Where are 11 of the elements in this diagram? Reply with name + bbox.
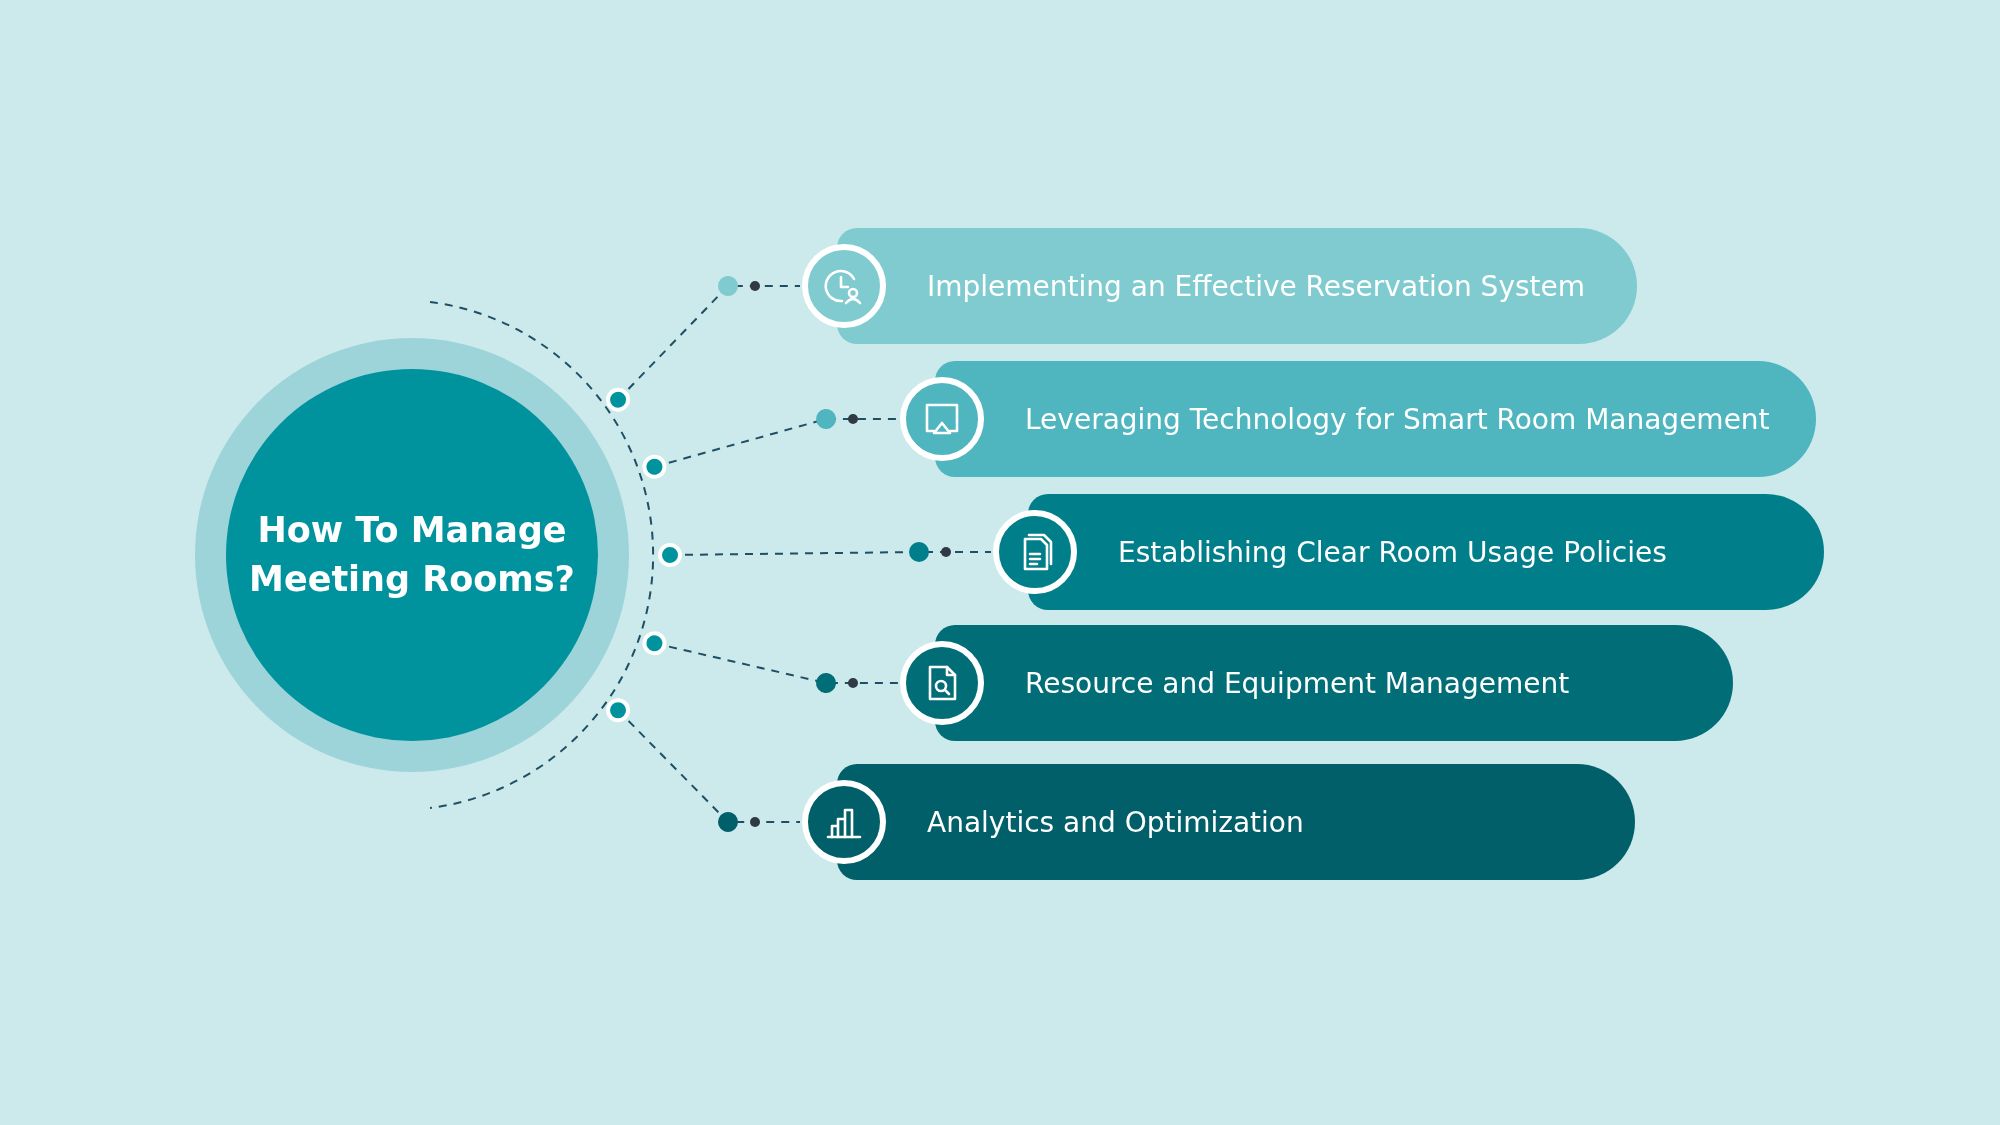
dashed-connector bbox=[606, 276, 801, 412]
step-text: Implementing an Effective Reservation System bbox=[927, 269, 1586, 303]
step-text: Establishing Clear Room Usage Policies bbox=[1118, 535, 1667, 569]
dashed-connector bbox=[642, 631, 899, 693]
dashed-connector bbox=[606, 698, 801, 832]
step-text: Resource and Equipment Management bbox=[1025, 666, 1570, 700]
dashed-connector bbox=[658, 542, 992, 567]
topic-title: How To Manage Meeting Rooms? bbox=[248, 509, 576, 601]
dashed-connector bbox=[642, 409, 899, 479]
step-text: Analytics and Optimization bbox=[927, 805, 1304, 839]
step-text: Leveraging Technology for Smart Room Management bbox=[1025, 402, 1770, 436]
